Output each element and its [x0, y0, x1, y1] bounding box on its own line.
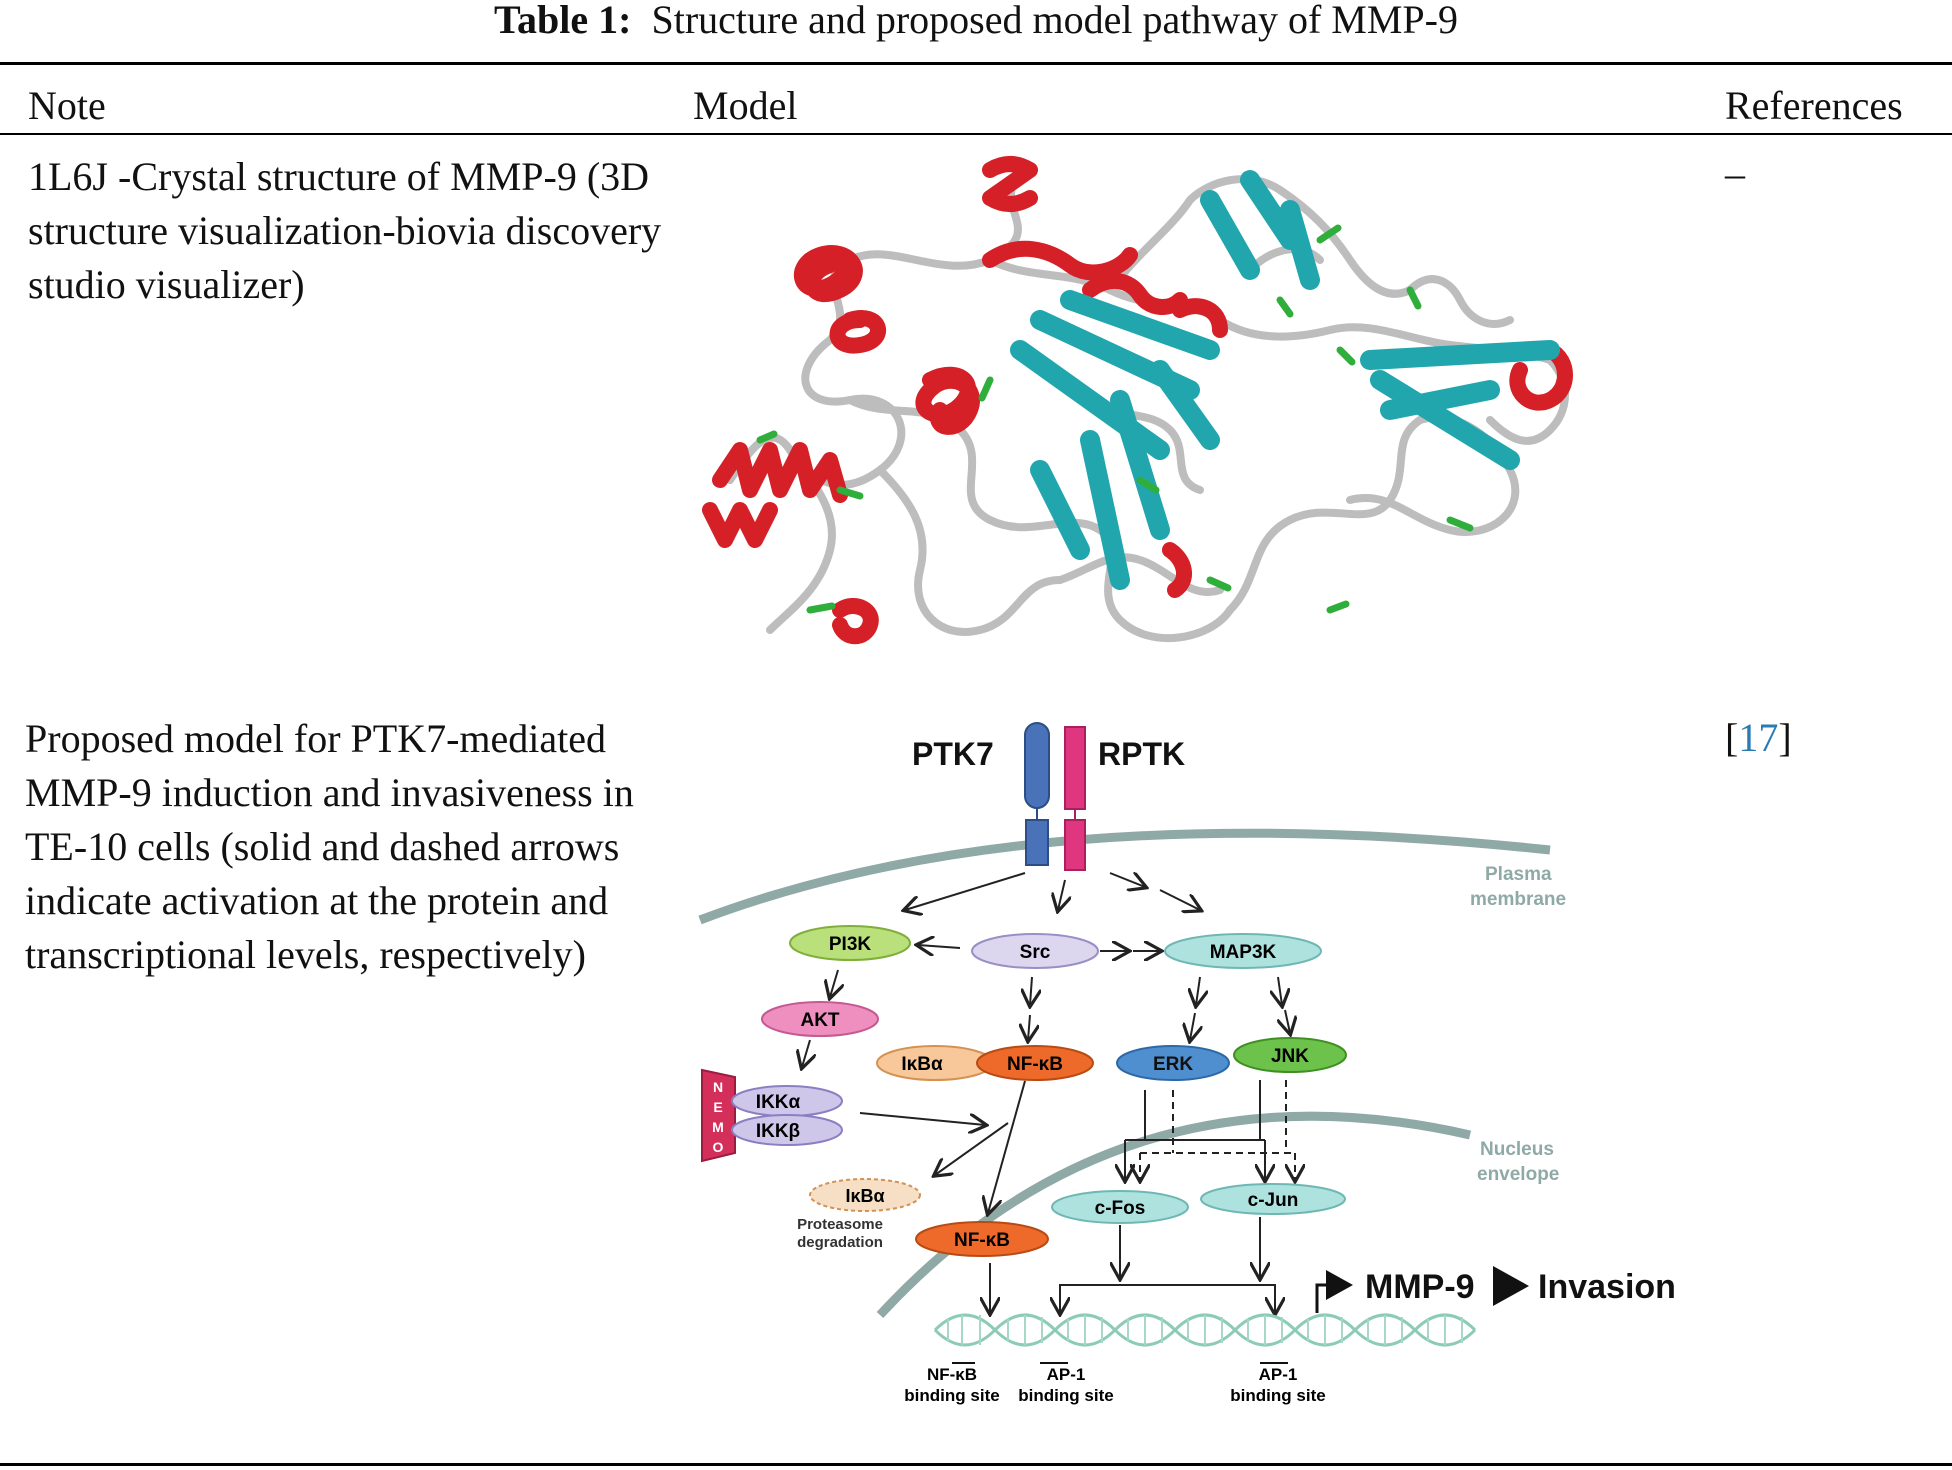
table-row-1-reference: – — [1725, 151, 1745, 196]
src-node — [971, 933, 1099, 969]
nfkb-site-label-2: binding site — [904, 1386, 999, 1405]
reference-open-bracket: [ — [1725, 715, 1739, 760]
table-caption-text: Structure and proposed model pathway of … — [651, 0, 1458, 42]
invasion-label: Invasion — [1538, 1268, 1676, 1306]
cjun-label: c-Jun — [1248, 1190, 1299, 1211]
nucleus-envelope-label-1: Nucleus — [1480, 1139, 1554, 1160]
nfkb-node — [976, 1045, 1094, 1081]
table-row-1-note: 1L6J -Crystal structure of MMP-9 (3D str… — [28, 154, 662, 307]
ikba-label: IκBα — [901, 1054, 943, 1075]
ikkb-label: IKKβ — [756, 1121, 800, 1142]
nfkb-label: NF-κB — [1007, 1054, 1063, 1075]
dna-helix — [933, 1313, 1477, 1347]
nemo-letter-o: O — [713, 1139, 724, 1155]
proteasome-label-1: Proteasome — [797, 1216, 883, 1233]
proteasome-label-2: degradation — [797, 1234, 883, 1251]
reference-close-bracket: ] — [1778, 715, 1792, 760]
ikka-label: IKKα — [756, 1092, 801, 1113]
rptk-label: RPTK — [1098, 736, 1185, 772]
nemo-letter-n: N — [713, 1079, 723, 1095]
ptk7-receptor — [1024, 722, 1050, 866]
rptk-receptor — [1064, 726, 1086, 871]
table-row-2-reference: [17] — [1725, 716, 1792, 760]
pi3k-node — [789, 925, 911, 961]
ikba-degraded-node — [809, 1178, 921, 1212]
ikba-degraded-label: IκBα — [845, 1186, 884, 1206]
src-label: Src — [1020, 942, 1051, 963]
column-header-model: Model — [693, 83, 798, 128]
nucleus-envelope-label-2: envelope — [1477, 1164, 1559, 1185]
akt-label: AKT — [800, 1010, 839, 1031]
table-row-2-note: Proposed model for PTK7-mediated MMP-9 i… — [25, 716, 634, 977]
cfos-label: c-Fos — [1095, 1198, 1146, 1219]
jnk-label: JNK — [1271, 1046, 1309, 1067]
column-header-note: Note — [28, 83, 106, 128]
reference-17-link[interactable]: 17 — [1738, 715, 1779, 760]
ap1-site-a-label-2: binding site — [1018, 1386, 1113, 1405]
cfos-node — [1051, 1190, 1189, 1224]
header-rule — [0, 133, 1952, 135]
table-caption: Table 1: Structure and proposed model pa… — [0, 0, 1952, 40]
nemo-letter-e: E — [713, 1099, 722, 1115]
ap1-site-b-label-1: AP-1 — [1259, 1365, 1298, 1384]
nfkb-nuclear-node — [915, 1221, 1049, 1257]
ap1-site-a-label-1: AP-1 — [1047, 1365, 1086, 1384]
nemo-node — [701, 1068, 736, 1163]
plasma-membrane-label-2: membrane — [1470, 889, 1566, 910]
bottom-rule — [0, 1463, 1952, 1466]
plasma-membrane — [698, 828, 1551, 925]
erk-node — [1116, 1045, 1230, 1081]
cjun-node — [1200, 1183, 1346, 1215]
map3k-label: MAP3K — [1210, 942, 1277, 963]
ap1-site-b-label-2: binding site — [1230, 1386, 1325, 1405]
protein-structure-image — [702, 156, 1573, 645]
table-caption-label: Table 1: — [494, 0, 632, 42]
nfkb-site-label-1: NF-κB — [927, 1365, 977, 1384]
pathway-diagram: Plasma membrane Nucleus envelope PTK7 RP… — [698, 722, 1676, 1405]
ptk7-label: PTK7 — [912, 736, 994, 772]
plasma-membrane-label-1: Plasma — [1485, 864, 1552, 885]
erk-label: ERK — [1153, 1054, 1193, 1075]
map3k-node — [1164, 933, 1322, 969]
top-rule — [0, 62, 1952, 65]
nemo-letter-m: M — [712, 1119, 724, 1135]
mmp9-label: MMP-9 — [1365, 1268, 1475, 1306]
pi3k-label: PI3K — [829, 934, 872, 955]
akt-node — [761, 1001, 879, 1037]
nfkb-nuclear-label: NF-κB — [954, 1230, 1010, 1251]
column-header-references: References — [1725, 83, 1903, 128]
ikkb-node — [731, 1114, 843, 1146]
